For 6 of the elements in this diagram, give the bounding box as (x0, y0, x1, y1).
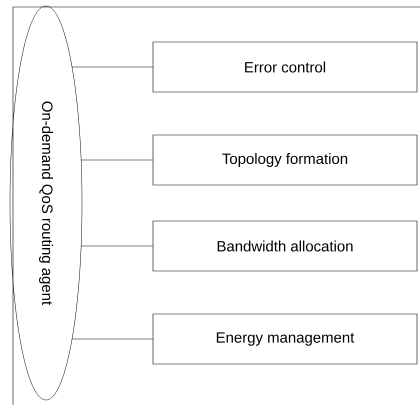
process-box: Bandwidth allocation (152, 220, 418, 272)
process-box: Energy management (152, 314, 418, 364)
connector-line (72, 66, 153, 68)
process-box: Topology formation (152, 134, 418, 186)
connector-line (72, 338, 153, 340)
process-box: Error control (152, 42, 418, 92)
